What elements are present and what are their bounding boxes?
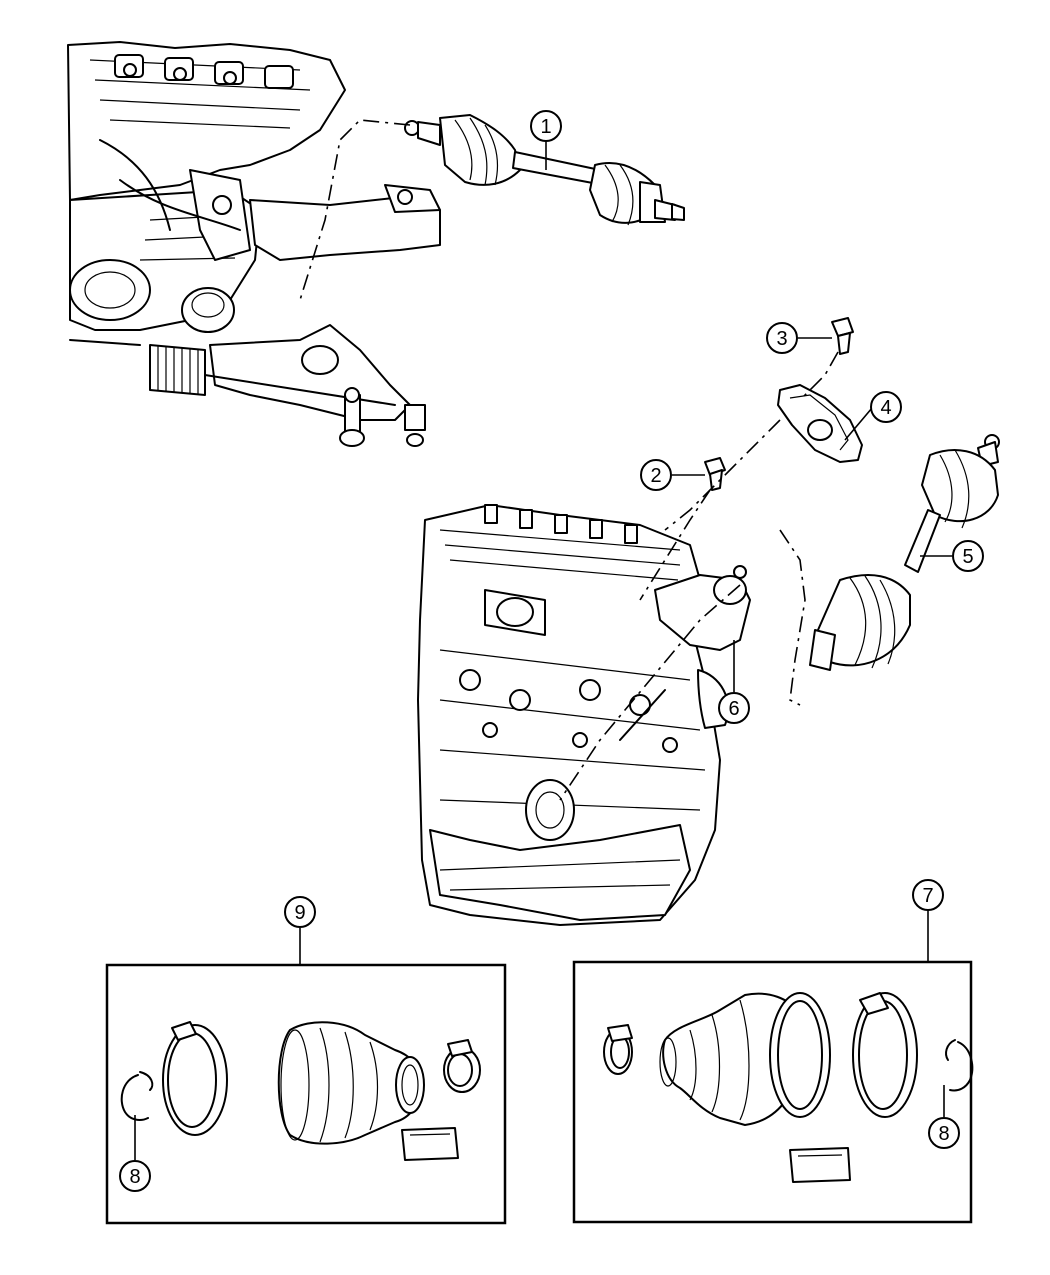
callout-2-label: 2 [650,465,661,487]
bolt-2-illustration [704,457,726,491]
callout-8-right-label: 8 [938,1123,949,1145]
boot-kit-9-box [105,963,507,1225]
callout-7[interactable]: 7 [912,879,944,911]
callout-3[interactable]: 3 [766,322,798,354]
bolt-3-illustration [831,317,854,355]
boot-kit-7-box [572,960,974,1224]
bearing-bracket-illustration [777,384,863,463]
leader-lines [134,140,952,1160]
callout-4-label: 4 [880,397,891,419]
callout-2[interactable]: 2 [640,459,672,491]
callout-3-label: 3 [776,328,787,350]
callout-4[interactable]: 4 [870,391,902,423]
routing-lines [299,119,839,801]
front-cradle-assembly-illustration [67,41,441,447]
callout-1-label: 1 [540,116,551,138]
callout-8-left-label: 8 [129,1166,140,1188]
callout-8-right[interactable]: 8 [928,1117,960,1149]
engine-block-illustration [417,504,751,926]
callout-6-label: 6 [728,698,739,720]
callout-9[interactable]: 9 [284,896,316,928]
callout-5[interactable]: 5 [952,540,984,572]
callout-1[interactable]: 1 [530,110,562,142]
callout-9-label: 9 [294,902,305,924]
right-half-shaft-illustration [809,434,1000,671]
callout-5-label: 5 [962,546,973,568]
callout-8-left[interactable]: 8 [119,1160,151,1192]
left-half-shaft-illustration [404,114,685,226]
callout-7-label: 7 [922,885,933,907]
callout-6[interactable]: 6 [718,692,750,724]
